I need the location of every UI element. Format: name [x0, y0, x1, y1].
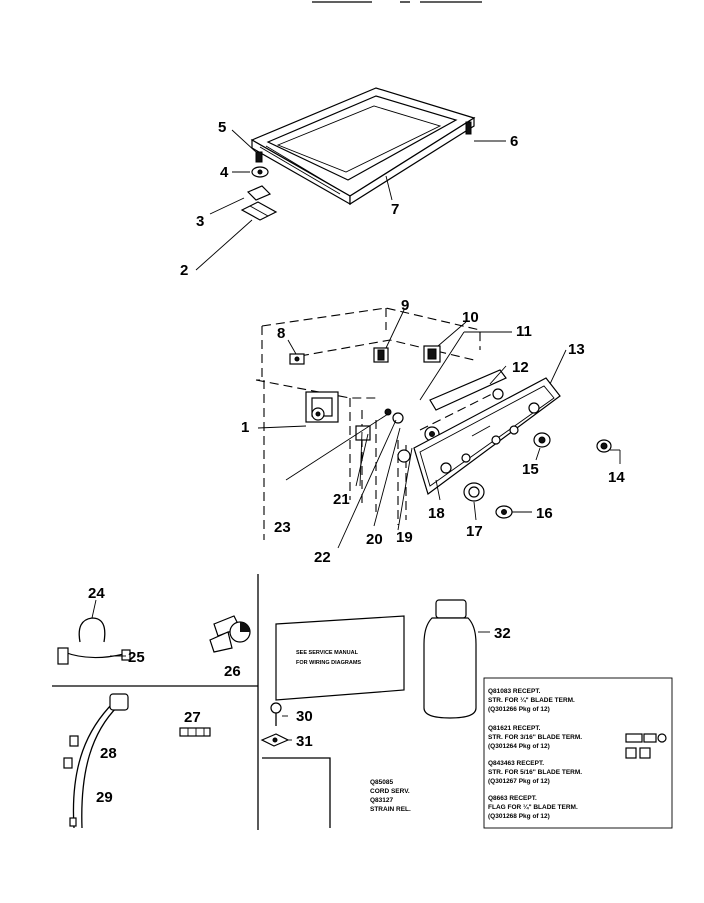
callout-16: 16	[536, 505, 553, 522]
callout-9: 9	[401, 297, 409, 314]
callout-22: 22	[314, 549, 331, 566]
cord-note-line1: Q85085	[370, 779, 394, 786]
hose-parts	[57, 617, 131, 665]
callout-30: 30	[296, 708, 313, 725]
receptacle-3-line2: STR. FOR 5/16" BLADE TERM.	[488, 769, 582, 776]
callout-19: 19	[396, 529, 413, 546]
callout-7: 7	[391, 201, 399, 218]
callout-23: 23	[274, 519, 291, 536]
callout-3: 3	[196, 213, 204, 230]
callout-27: 27	[184, 709, 201, 726]
receptacle-4-line2: FLAG FOR ¼" BLADE TERM.	[488, 803, 578, 811]
callout-28: 28	[100, 745, 117, 762]
lid-hinge-parts	[240, 151, 278, 221]
connector-part	[179, 727, 211, 737]
callout-4: 4	[220, 164, 229, 181]
section-dividers	[52, 574, 331, 830]
callout-20: 20	[366, 531, 383, 548]
screw-parts	[260, 702, 290, 747]
console-parts	[289, 345, 612, 519]
cord-note-line4: STRAIN REL.	[370, 806, 411, 813]
tape-part	[209, 615, 251, 653]
callout-1: 1	[241, 419, 249, 436]
receptacle-3-line3: (Q301267 Pkg of 12)	[488, 778, 550, 785]
receptacle-4-line3: (Q301268 Pkg of 12)	[488, 813, 550, 820]
lid-assembly	[250, 87, 476, 206]
cord-note-line3: Q83127	[370, 797, 394, 804]
callout-2: 2	[180, 262, 188, 279]
cord-note-line2: CORD SERV.	[370, 788, 410, 795]
callout-26: 26	[224, 663, 241, 680]
wire-harness	[63, 693, 129, 829]
callout-14: 14	[608, 469, 625, 486]
callout-18: 18	[428, 505, 445, 522]
callout-5: 5	[218, 119, 226, 136]
service-manual-card	[275, 615, 405, 701]
bottle-32	[423, 599, 477, 719]
manual-card-line1: SEE SERVICE MANUAL	[296, 650, 359, 656]
callout-8: 8	[277, 325, 285, 342]
receptacle-2-line1: Q81621 RECEPT.	[488, 725, 541, 732]
leader-lines	[91, 129, 621, 741]
receptacle-1-line1: Q81083 RECEPT.	[488, 688, 541, 695]
receptacle-1-line3: (Q301266 Pkg of 12)	[488, 706, 550, 713]
receptacle-1-line2: STR. FOR ¼" BLADE TERM.	[488, 696, 575, 704]
manual-card-line2: FOR WIRING DIAGRAMS	[296, 660, 361, 666]
callout-12: 12	[512, 359, 529, 376]
callout-6: 6	[510, 133, 518, 150]
callout-25: 25	[128, 649, 145, 666]
callout-10: 10	[462, 309, 479, 326]
receptacle-3-line1: Q843463 RECEPT.	[488, 760, 544, 767]
callout-11: 11	[516, 323, 532, 340]
callout-24: 24	[88, 585, 105, 602]
receptacle-2-line3: (Q301264 Pkg of 12)	[488, 743, 550, 750]
callout-29: 29	[96, 789, 113, 806]
callout-32: 32	[494, 625, 511, 642]
callout-21: 21	[333, 491, 350, 508]
receptacle-box	[483, 677, 673, 829]
callout-17: 17	[466, 523, 483, 540]
receptacle-icons	[625, 733, 667, 759]
callout-15: 15	[522, 461, 539, 478]
callout-31: 31	[296, 733, 313, 750]
callout-13: 13	[568, 341, 585, 358]
receptacle-4-line1: Q8663 RECEPT.	[488, 795, 537, 802]
receptacle-2-line2: STR. FOR 3/16" BLADE TERM.	[488, 734, 582, 741]
